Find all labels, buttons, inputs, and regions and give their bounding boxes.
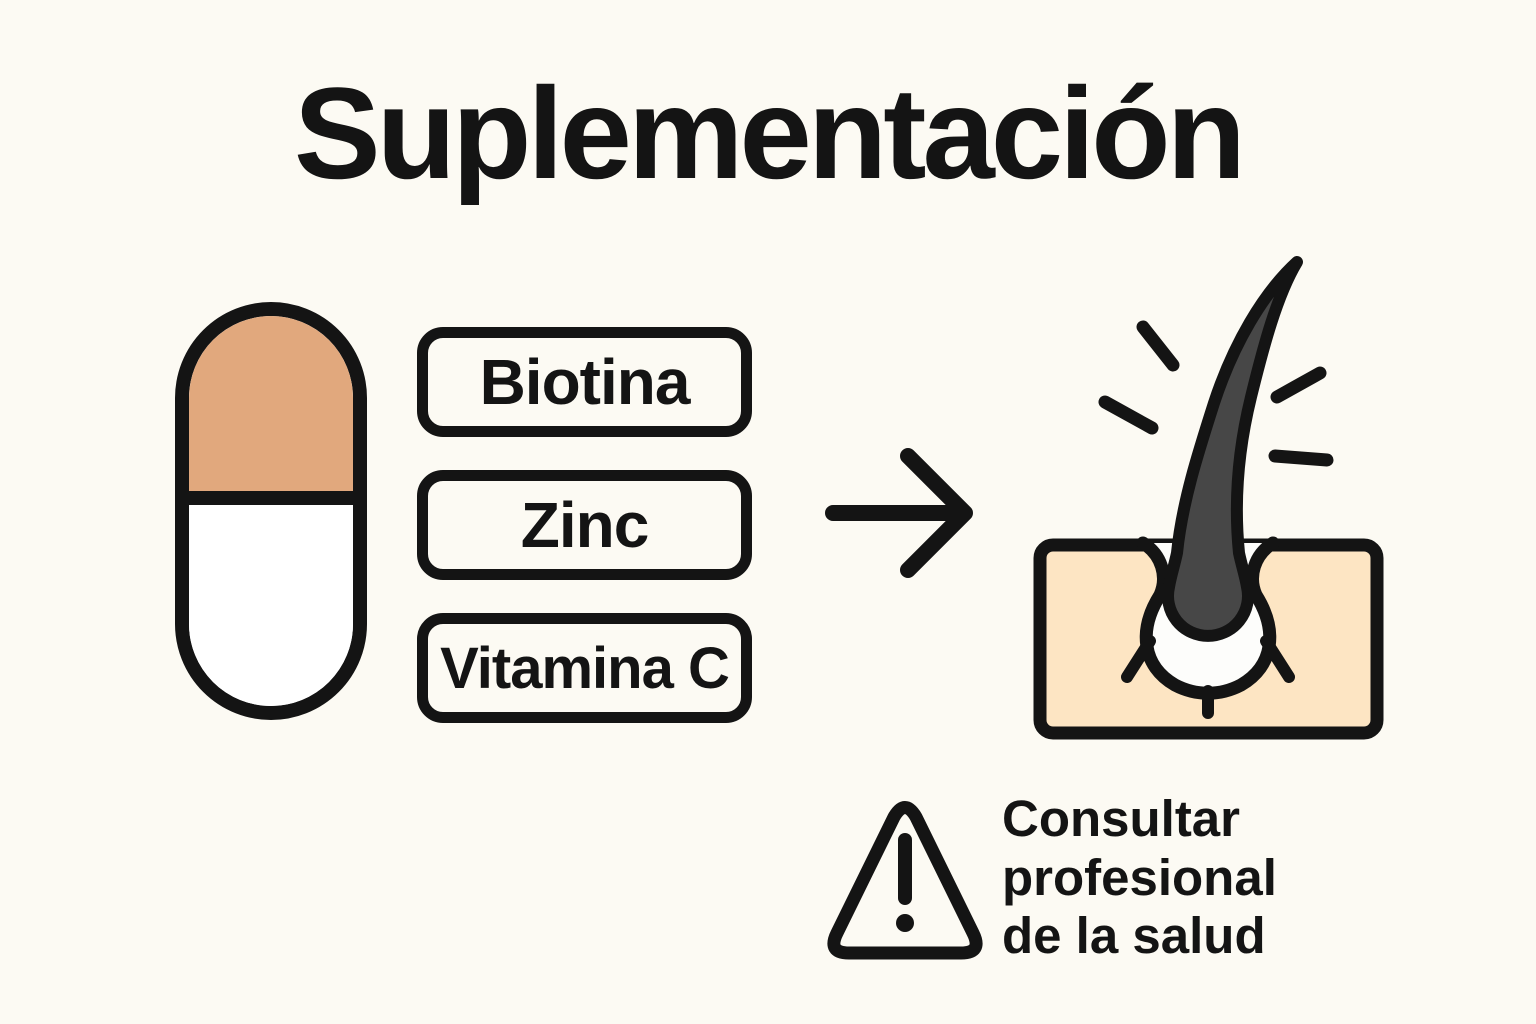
warning-line-2: profesional <box>1002 848 1277 906</box>
warning-triangle-outline <box>827 801 983 960</box>
arrow-right-icon <box>825 448 973 578</box>
warning-line-3: de la salud <box>1002 907 1266 964</box>
capsule-pill-icon <box>175 302 367 720</box>
supplement-badge-biotina: Biotina <box>417 327 752 437</box>
supplement-list: Biotina Zinc Vitamina C <box>417 327 752 723</box>
supplement-label-biotina: Biotina <box>479 346 691 418</box>
hair-follicle-icon <box>1033 256 1384 740</box>
follicle-roots <box>1121 635 1295 719</box>
sparkle-lines <box>1098 320 1334 467</box>
hair-strand <box>1162 256 1303 642</box>
arrow-right-stroke <box>825 448 973 578</box>
capsule-bottom-half <box>189 505 353 706</box>
warning-text: Consultar profesional de la salud <box>1002 790 1277 966</box>
supplement-badge-zinc: Zinc <box>417 470 752 580</box>
supplement-label-zinc: Zinc <box>520 489 650 561</box>
supplement-label-vitamina-c: Vitamina C <box>440 635 730 701</box>
warning-triangle-icon <box>827 801 983 960</box>
page-title: Suplementación <box>293 60 1246 206</box>
warning-line-1: Consultar <box>1002 790 1241 847</box>
exclamation-dot <box>896 914 914 932</box>
capsule-top-half <box>189 316 353 505</box>
supplement-badge-vitamina-c: Vitamina C <box>417 613 752 723</box>
